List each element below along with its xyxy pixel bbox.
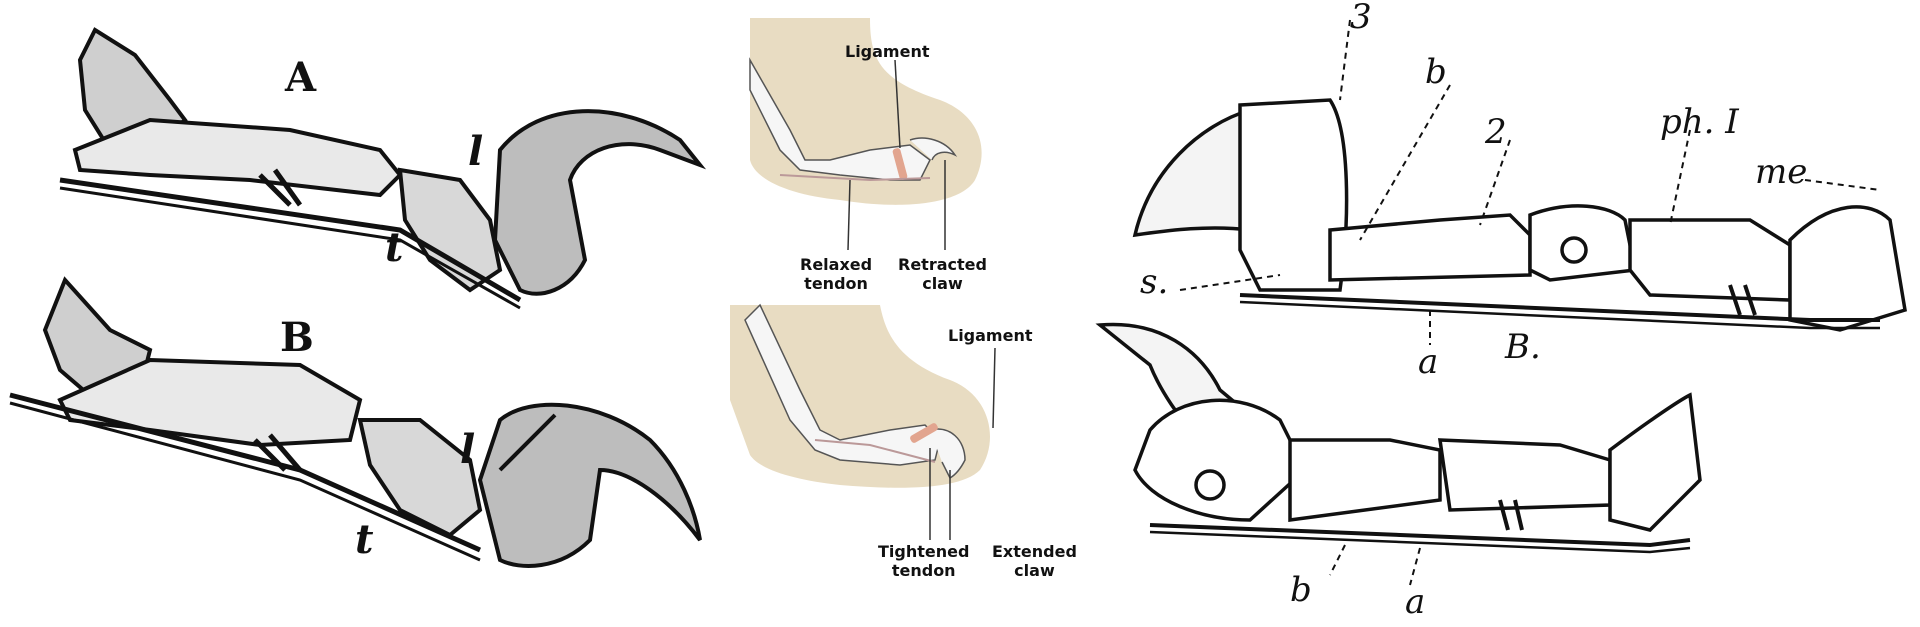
ligament-label-bottom: Ligament (948, 326, 1033, 345)
tightened-tendon-label: Tightened tendon (878, 542, 969, 580)
tightened-tendon-line1: Tightened (878, 542, 970, 561)
retracted-claw-line2: claw (922, 274, 963, 294)
label-a-bottom: a (1405, 582, 1426, 622)
extended-claw-line1: Extended (992, 542, 1077, 561)
label-b-top: b (1425, 52, 1447, 92)
label-3: 3 (1350, 0, 1372, 37)
claw-engraving-svg (9, 27, 707, 568)
top-sketch-drawing (1132, 19, 1907, 345)
label-s: s. (1140, 262, 1169, 302)
extended-claw-line2: claw (1014, 561, 1055, 581)
label-2: 2 (1485, 112, 1507, 152)
retracted-diagram (749, 18, 982, 251)
relaxed-tendon-line1: Relaxed (800, 255, 873, 274)
label-t-bottom: t (355, 516, 374, 563)
label-l-top: l (468, 128, 484, 175)
middle-diagram-panel: Ligament Relaxed tendon Retracted claw L… (720, 0, 1080, 627)
retracted-claw-line1: Retracted (898, 255, 987, 274)
right-sketch-panel: 3 b 2 ph. I me s. a B. b a (1090, 0, 1920, 627)
figure-b-drawing (9, 276, 702, 568)
ligament-label-top: Ligament (845, 42, 930, 61)
label-b-figure: B. (1505, 327, 1541, 367)
retracted-claw-label: Retracted claw (898, 255, 987, 293)
figure-a-drawing (59, 27, 707, 310)
label-a: A (285, 54, 317, 101)
left-illustration-panel: A B l t l t (0, 0, 720, 627)
phalanx-sketch-svg (1095, 19, 1907, 586)
ligament-shape-bottom (910, 423, 938, 443)
relaxed-tendon-label: Relaxed tendon (800, 255, 872, 293)
bottom-sketch-drawing (1095, 322, 1702, 586)
tendon-diagram-svg (730, 18, 996, 540)
label-l-bottom: l (460, 426, 476, 473)
ligament-shape-top (892, 148, 908, 180)
extended-claw-label: Extended claw (992, 542, 1077, 580)
label-a-top: a (1418, 342, 1439, 382)
label-b: B (280, 314, 314, 361)
label-ph-1: ph. I (1660, 102, 1739, 142)
label-t-top: t (385, 224, 404, 271)
label-b-bottom: b (1290, 570, 1312, 610)
extended-diagram (730, 303, 996, 540)
relaxed-tendon-line2: tendon (804, 274, 868, 294)
tightened-tendon-line2: tendon (891, 561, 956, 581)
label-me: me (1755, 152, 1808, 192)
